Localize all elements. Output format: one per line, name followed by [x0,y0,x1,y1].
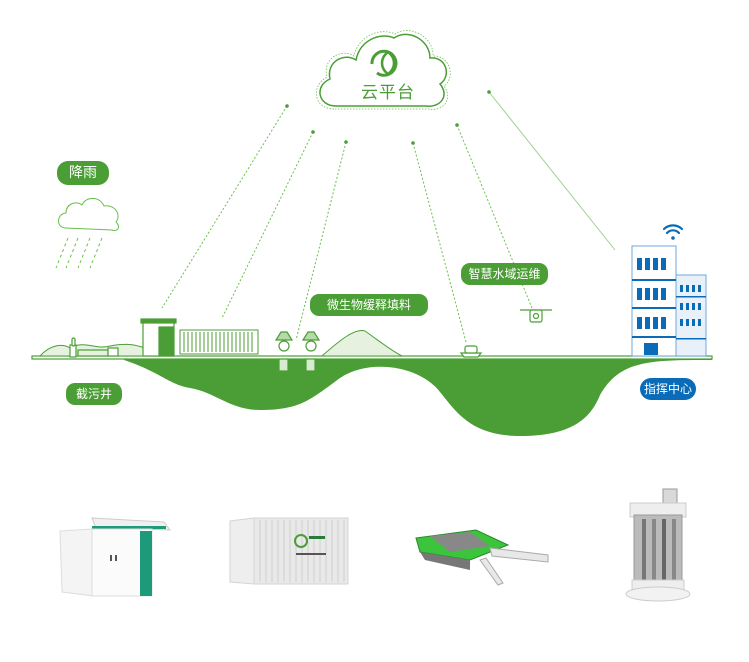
line-command-center [488,91,616,251]
line-container [221,131,314,319]
container-unit-image[interactable] [229,517,349,585]
smart-water-ops-label[interactable]: 智慧水域运维 [461,263,548,285]
line-interception-well [161,105,288,309]
boat-icon [459,345,483,358]
command-center-building [631,245,707,357]
wifi-icon [662,224,684,240]
leaf-logo-icon [370,49,398,77]
line-endpoints [285,90,491,145]
ground-basin [124,358,712,436]
cleaning-boat-image[interactable] [415,529,549,586]
cylindrical-reactor-image[interactable] [625,488,691,602]
cloud-platform-label: 云平台 [361,83,415,103]
solar-unit-2 [301,331,321,372]
hills [38,330,403,357]
rain-cloud-icon [55,197,119,269]
rain-label: 降雨 [57,161,109,185]
treatment-cabinet-image[interactable] [59,517,172,597]
interception-well-structure [69,337,119,358]
solar-filler-units [274,331,321,372]
cabinet-structure [140,318,177,357]
microbial-filler-label[interactable]: 微生物缓释填料 [310,294,428,316]
interception-well-label[interactable]: 截污井 [66,383,122,405]
command-center-label[interactable]: 指挥中心 [640,378,696,400]
drone-icon [520,309,552,323]
solar-unit-1 [274,331,294,372]
container-structure [179,329,259,355]
